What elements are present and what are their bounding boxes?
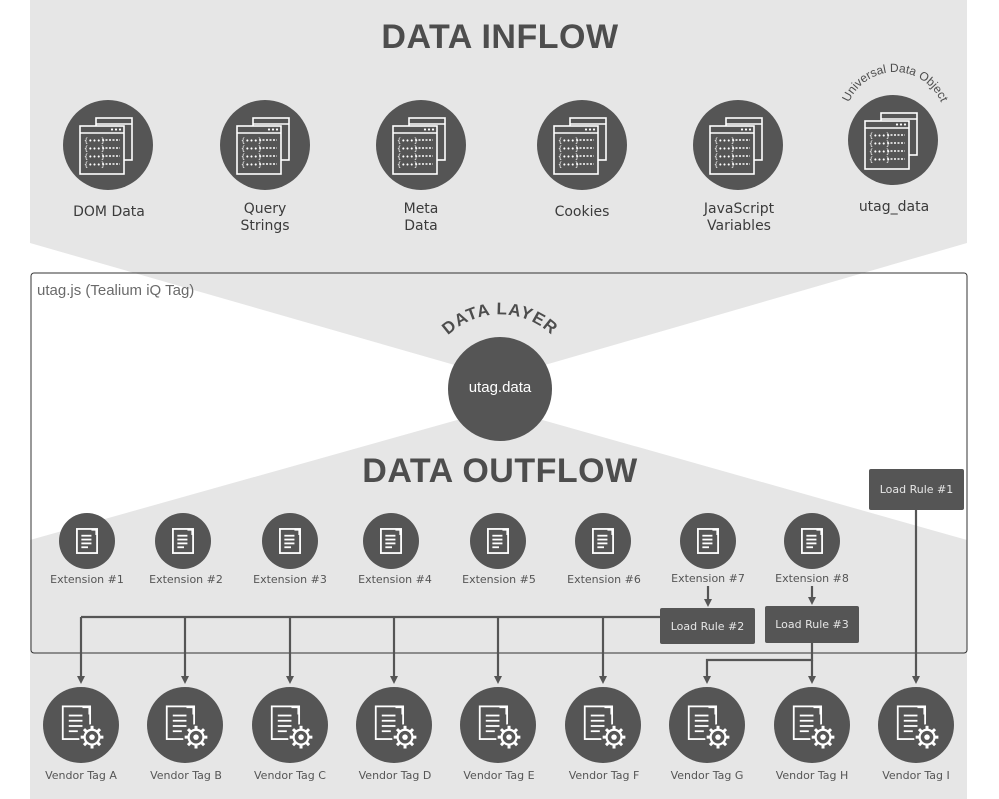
meta-data-icon: {•••}{•••}{•••}{•••}: [376, 100, 466, 190]
source-label-javascript-variables: JavaScript Variables: [703, 201, 775, 234]
svg-text:{•••}: {•••}: [241, 153, 262, 161]
utag-data-label: utag.data: [468, 379, 532, 396]
extension-label-5: Extension #5: [462, 573, 536, 586]
svg-text:{•••}: {•••}: [241, 161, 262, 169]
vendor-tag-a-icon: [43, 687, 119, 763]
extension-7-icon: [680, 513, 736, 569]
vendor-tag-label-c: Vendor Tag C: [254, 769, 326, 782]
svg-text:{•••}: {•••}: [558, 153, 579, 161]
inflow-title: DATA INFLOW: [381, 18, 619, 56]
dom-data-icon: {•••}{•••}{•••}{•••}: [63, 100, 153, 190]
svg-text:{•••}: {•••}: [397, 161, 418, 169]
vendor-tag-label-g: Vendor Tag G: [670, 769, 744, 782]
source-label-dom-data: DOM Data: [73, 204, 145, 220]
vendor-tag-f-icon: [565, 687, 641, 763]
extension-8-icon: [784, 513, 840, 569]
vendor-tag-label-d: Vendor Tag D: [358, 769, 432, 782]
source-label-meta-data: Meta Data: [403, 201, 439, 234]
svg-text:{•••}: {•••}: [241, 145, 262, 153]
cookies-icon: {•••}{•••}{•••}{•••}: [537, 100, 627, 190]
vendor-tag-label-b: Vendor Tag B: [150, 769, 222, 782]
javascript-variables-icon: {•••}{•••}{•••}{•••}: [693, 100, 783, 190]
svg-text:{•••}: {•••}: [84, 137, 105, 145]
vendor-tag-label-a: Vendor Tag A: [45, 769, 117, 782]
extension-4-icon: [363, 513, 419, 569]
extension-label-2: Extension #2: [149, 573, 223, 586]
inflow-funnel-background: [30, 0, 967, 378]
vendor-tag-g-icon: [669, 687, 745, 763]
svg-text:{•••}: {•••}: [714, 145, 735, 153]
svg-text:{•••}: {•••}: [84, 145, 105, 153]
svg-text:{•••}: {•••}: [397, 137, 418, 145]
vendor-tag-c-icon: [252, 687, 328, 763]
source-label-query-strings: Query Strings: [240, 201, 290, 234]
vendor-tag-label-e: Vendor Tag E: [463, 769, 535, 782]
extension-5-icon: [470, 513, 526, 569]
extension-label-1: Extension #1: [50, 573, 124, 586]
utag-js-frame-label: utag.js (Tealium iQ Tag): [37, 282, 195, 299]
vendor-tag-i-icon: [878, 687, 954, 763]
svg-text:{•••}: {•••}: [869, 148, 890, 156]
utag-data-node: [448, 337, 552, 441]
svg-text:{•••}: {•••}: [714, 161, 735, 169]
arrow-to-vendor-tag-g: [703, 643, 814, 684]
extension-label-6: Extension #6: [567, 573, 641, 586]
query-strings-icon: {•••}{•••}{•••}{•••}: [220, 100, 310, 190]
vendor-tag-h-icon: [774, 687, 850, 763]
svg-text:{•••}: {•••}: [241, 137, 262, 145]
source-label-utag-data: utag_data: [858, 199, 930, 215]
extension-2-icon: [155, 513, 211, 569]
svg-text:{•••}: {•••}: [558, 145, 579, 153]
extension-6-icon: [575, 513, 631, 569]
vendor-tag-d-icon: [356, 687, 432, 763]
utag-data-icon: {•••}{•••}{•••}{•••}: [848, 95, 938, 185]
extension-1-icon: [59, 513, 115, 569]
extension-label-7: Extension #7: [671, 572, 745, 585]
vendor-tag-label-i: Vendor Tag I: [882, 769, 950, 782]
extension-3-icon: [262, 513, 318, 569]
svg-text:{•••}: {•••}: [558, 161, 579, 169]
svg-text:{•••}: {•••}: [869, 140, 890, 148]
load-rule-2-box: Load Rule #2: [660, 608, 755, 644]
vendor-tag-label-f: Vendor Tag F: [568, 769, 640, 782]
svg-text:{•••}: {•••}: [558, 137, 579, 145]
svg-text:{•••}: {•••}: [714, 137, 735, 145]
extension-label-4: Extension #4: [358, 573, 432, 586]
extension-label-3: Extension #3: [253, 573, 327, 586]
load-rule-1-box: Load Rule #1: [869, 469, 964, 510]
vendor-tag-b-icon: [147, 687, 223, 763]
svg-text:{•••}: {•••}: [397, 153, 418, 161]
svg-text:{•••}: {•••}: [84, 153, 105, 161]
svg-text:{•••}: {•••}: [869, 156, 890, 164]
source-label-cookies: Cookies: [554, 204, 610, 220]
vendor-tag-label-h: Vendor Tag H: [775, 769, 849, 782]
extension-label-8: Extension #8: [775, 572, 849, 585]
svg-text:{•••}: {•••}: [84, 161, 105, 169]
vendor-tag-e-icon: [460, 687, 536, 763]
outflow-title: DATA OUTFLOW: [362, 452, 638, 490]
load-rule-3-box: Load Rule #3: [765, 606, 859, 643]
svg-text:{•••}: {•••}: [869, 132, 890, 140]
connector-lines: [77, 510, 920, 684]
svg-text:{•••}: {•••}: [397, 145, 418, 153]
svg-text:{•••}: {•••}: [714, 153, 735, 161]
